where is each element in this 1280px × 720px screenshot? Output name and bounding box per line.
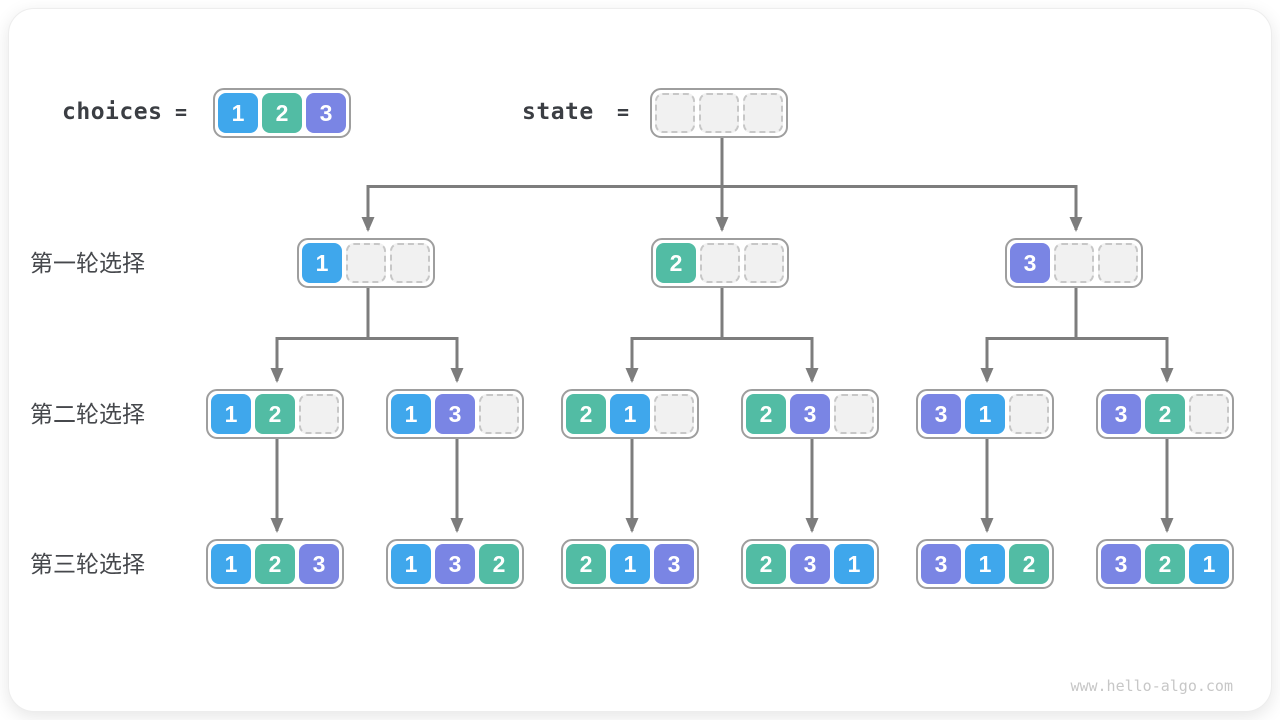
array-cell: 1 — [218, 93, 258, 133]
array-cell: 1 — [211, 394, 251, 434]
array-cell: 2 — [479, 544, 519, 584]
array-cell: 2 — [255, 544, 295, 584]
state-array — [650, 88, 788, 138]
array-cell: 2 — [255, 394, 295, 434]
state-node: 1 3 2 — [386, 539, 524, 589]
state-node: 3 1 — [916, 389, 1054, 439]
array-cell: 3 — [435, 544, 475, 584]
state-node: 1 2 3 — [206, 539, 344, 589]
array-cell-empty — [299, 394, 339, 434]
state-node: 1 2 — [206, 389, 344, 439]
array-cell: 1 — [610, 394, 650, 434]
state-node: 2 3 — [741, 389, 879, 439]
state-node: 3 1 2 — [916, 539, 1054, 589]
state-node: 3 2 — [1096, 389, 1234, 439]
diagram-card — [8, 8, 1272, 712]
array-cell: 1 — [391, 544, 431, 584]
array-cell: 1 — [834, 544, 874, 584]
array-cell: 1 — [391, 394, 431, 434]
array-cell: 2 — [566, 394, 606, 434]
choices-equals-sign: = — [175, 100, 188, 124]
state-node: 2 3 1 — [741, 539, 879, 589]
array-cell-empty — [834, 394, 874, 434]
array-cell-empty — [699, 93, 739, 133]
array-cell: 1 — [302, 243, 342, 283]
state-node: 1 3 — [386, 389, 524, 439]
array-cell: 2 — [1145, 544, 1185, 584]
array-cell: 3 — [790, 544, 830, 584]
array-cell-empty — [655, 93, 695, 133]
array-cell: 1 — [965, 544, 1005, 584]
array-cell: 1 — [1189, 544, 1229, 584]
array-cell-empty — [1098, 243, 1138, 283]
array-cell-empty — [743, 93, 783, 133]
state-equals-sign: = — [617, 100, 630, 124]
array-cell: 3 — [435, 394, 475, 434]
round-3-label: 第三轮选择 — [30, 551, 145, 577]
array-cell: 2 — [1145, 394, 1185, 434]
array-cell: 3 — [1101, 544, 1141, 584]
array-cell: 3 — [299, 544, 339, 584]
state-node: 3 2 1 — [1096, 539, 1234, 589]
array-cell: 3 — [790, 394, 830, 434]
array-cell: 2 — [656, 243, 696, 283]
array-cell: 2 — [1009, 544, 1049, 584]
array-cell-empty — [744, 243, 784, 283]
array-cell: 3 — [921, 544, 961, 584]
state-node: 3 — [1005, 238, 1143, 288]
array-cell: 3 — [1010, 243, 1050, 283]
array-cell: 3 — [1101, 394, 1141, 434]
choices-label: choices — [62, 99, 163, 125]
array-cell: 3 — [306, 93, 346, 133]
state-node: 2 1 3 — [561, 539, 699, 589]
array-cell-empty — [346, 243, 386, 283]
array-cell: 2 — [746, 394, 786, 434]
array-cell: 3 — [654, 544, 694, 584]
round-1-label: 第一轮选择 — [30, 250, 145, 276]
array-cell: 1 — [610, 544, 650, 584]
state-node: 2 1 — [561, 389, 699, 439]
array-cell-empty — [1009, 394, 1049, 434]
array-cell-empty — [1189, 394, 1229, 434]
array-cell-empty — [479, 394, 519, 434]
array-cell: 1 — [211, 544, 251, 584]
state-label: state — [522, 99, 594, 125]
watermark: www.hello-algo.com — [1070, 677, 1233, 695]
state-node: 2 — [651, 238, 789, 288]
array-cell: 1 — [965, 394, 1005, 434]
array-cell: 3 — [921, 394, 961, 434]
choices-array: 1 2 3 — [213, 88, 351, 138]
array-cell-empty — [700, 243, 740, 283]
array-cell: 2 — [746, 544, 786, 584]
state-node: 1 — [297, 238, 435, 288]
array-cell: 2 — [566, 544, 606, 584]
array-cell-empty — [1054, 243, 1094, 283]
array-cell: 2 — [262, 93, 302, 133]
round-2-label: 第二轮选择 — [30, 401, 145, 427]
array-cell-empty — [390, 243, 430, 283]
array-cell-empty — [654, 394, 694, 434]
